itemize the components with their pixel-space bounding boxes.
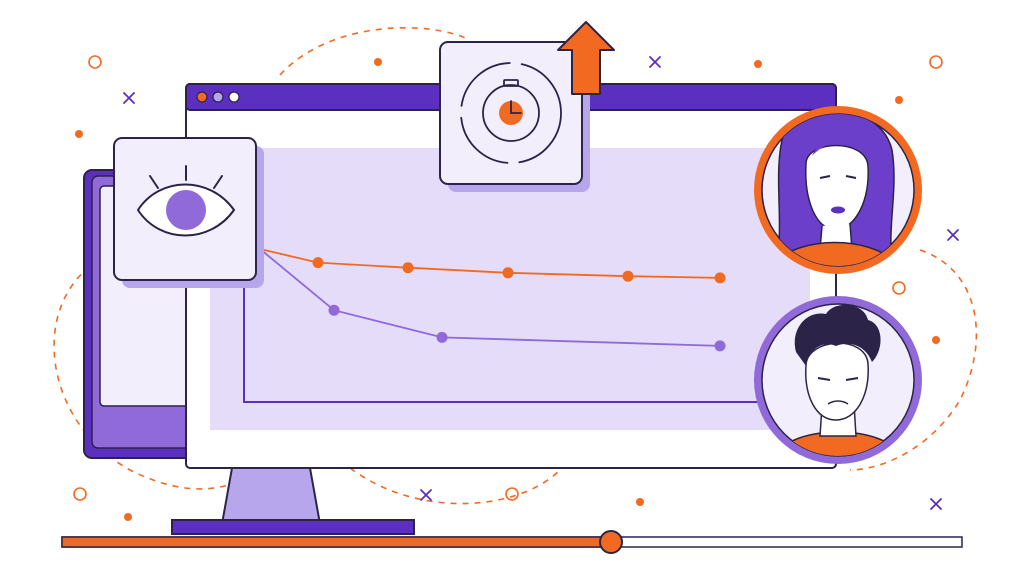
line-chart (243, 248, 790, 403)
chart-point (714, 340, 726, 352)
sparkle-dot (124, 513, 132, 521)
chart-series-points (312, 257, 726, 352)
eye-card (113, 137, 264, 288)
chart-series-lines (259, 248, 721, 347)
arrow-up-icon (557, 21, 615, 95)
sparkle-ring (73, 487, 87, 501)
sparkle-dot (75, 130, 83, 138)
sparkles (73, 55, 959, 521)
woman-avatar (754, 106, 922, 274)
chart-point (714, 272, 726, 284)
window-maximize-button[interactable] (228, 91, 240, 103)
sparkle-dot (754, 60, 762, 68)
timeline-fill (61, 536, 612, 548)
chart-line-series-1 (259, 248, 721, 279)
chart-point (328, 304, 340, 316)
sparkle-ring (929, 55, 943, 69)
window-close-button[interactable] (196, 91, 208, 103)
sparkle-dot (895, 96, 903, 104)
dashed-orbit-bottom (349, 467, 561, 505)
sparkle-ring (88, 55, 102, 69)
chart-point (436, 331, 448, 343)
dashed-orbit-right (849, 249, 978, 471)
stopwatch-icon (460, 62, 562, 164)
sparkle-dot (932, 336, 940, 344)
sparkle-dot (374, 58, 382, 66)
chart-point (622, 270, 634, 282)
chart-point (502, 267, 514, 279)
man-avatar (754, 296, 922, 464)
chart-point (312, 257, 324, 269)
timeline-slider[interactable] (61, 530, 963, 554)
chart-line-series-2 (259, 248, 721, 347)
sparkle-ring (892, 281, 906, 295)
chart-point (402, 262, 414, 274)
timeline-knob[interactable] (599, 530, 623, 554)
stopwatch-card (439, 41, 590, 192)
sparkle-ring (505, 487, 519, 501)
chart-axes (243, 270, 790, 403)
sparkle-dot (636, 498, 644, 506)
window-minimize-button[interactable] (212, 91, 224, 103)
eye-icon (136, 165, 236, 237)
sparkle-cross (123, 56, 959, 510)
chart-panel (210, 148, 810, 430)
monitor-stand (171, 467, 415, 535)
dashed-orbit-top (279, 27, 471, 76)
